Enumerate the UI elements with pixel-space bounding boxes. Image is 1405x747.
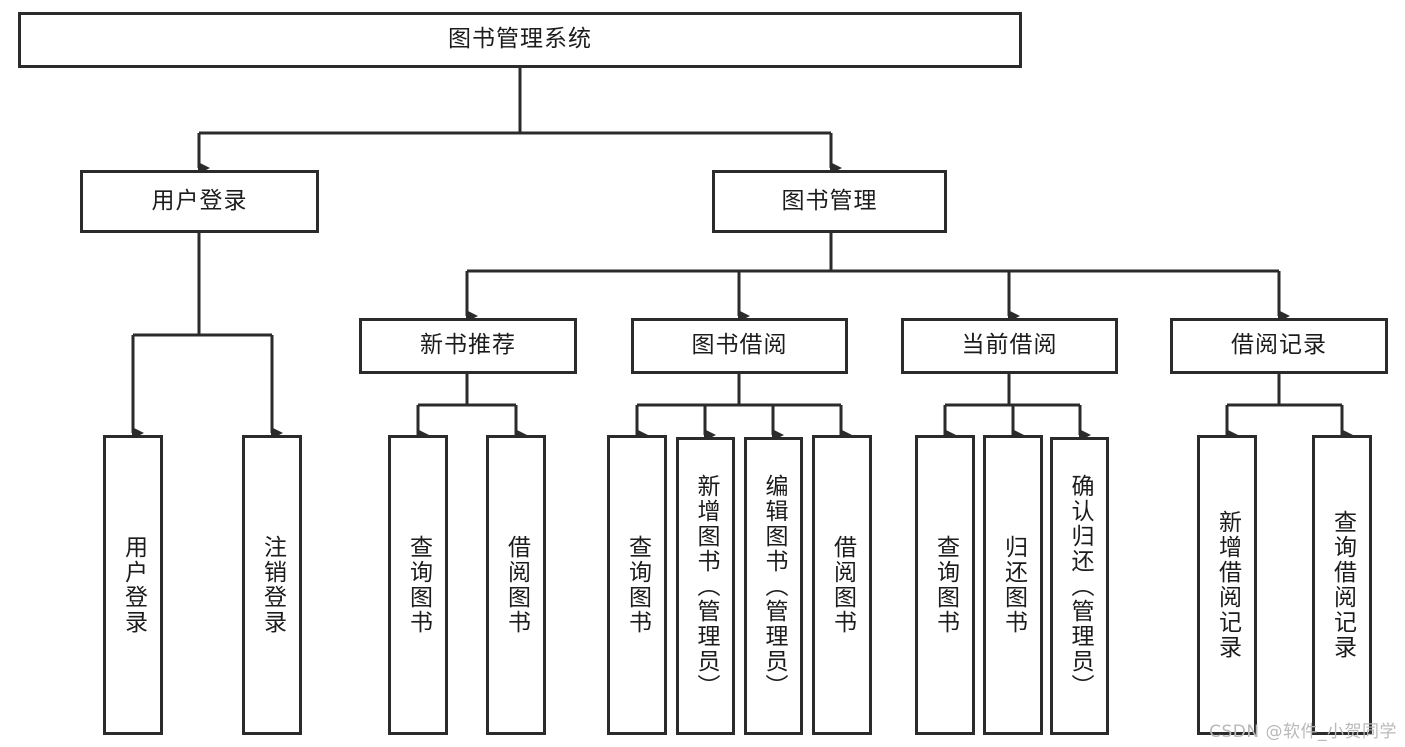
node-leaf-logout[interactable]: 注销登录 [242, 435, 302, 735]
node-book-borrow[interactable]: 图书借阅 [631, 318, 848, 374]
node-book-manage[interactable]: 图书管理 [712, 170, 947, 233]
node-book-borrow-label: 图书借阅 [691, 332, 788, 359]
node-borrow-record-label: 借阅记录 [1231, 332, 1327, 359]
node-leaf-query-book-current-label: 查询图书 [932, 535, 959, 635]
node-leaf-return-book-label: 归还图书 [1000, 535, 1027, 635]
node-leaf-add-borrow-record-label: 新增借阅记录 [1214, 510, 1241, 660]
node-root-label: 图书管理系统 [448, 26, 592, 53]
node-leaf-query-book-label: 查询图书 [624, 535, 651, 635]
node-leaf-borrow-book-label: 借阅图书 [829, 535, 856, 635]
node-leaf-confirm-return[interactable]: 确认归还（管理员） [1050, 437, 1109, 735]
node-leaf-return-book[interactable]: 归还图书 [983, 435, 1043, 735]
node-leaf-borrow-book[interactable]: 借阅图书 [812, 435, 872, 735]
node-leaf-query-borrow-record-label: 查询借阅记录 [1329, 510, 1356, 660]
node-leaf-borrow-book-rec-label: 借阅图书 [503, 535, 530, 635]
node-leaf-borrow-book-rec[interactable]: 借阅图书 [486, 435, 546, 735]
node-leaf-query-book-rec-label: 查询图书 [405, 535, 432, 635]
node-leaf-add-book-label: 新增图书（管理员） [693, 473, 720, 699]
node-leaf-add-book[interactable]: 新增图书（管理员） [676, 437, 735, 735]
node-current-borrow-label: 当前借阅 [961, 332, 1058, 359]
node-leaf-user-login-label: 用户登录 [120, 535, 147, 635]
node-root[interactable]: 图书管理系统 [18, 12, 1022, 68]
node-leaf-query-book[interactable]: 查询图书 [607, 435, 667, 735]
node-current-borrow[interactable]: 当前借阅 [901, 318, 1118, 374]
node-book-manage-label: 图书管理 [781, 187, 878, 214]
node-leaf-confirm-return-label: 确认归还（管理员） [1067, 473, 1094, 699]
node-leaf-edit-book-label: 编辑图书（管理员） [761, 473, 788, 699]
node-leaf-edit-book[interactable]: 编辑图书（管理员） [744, 437, 803, 735]
node-leaf-query-book-rec[interactable]: 查询图书 [388, 435, 448, 735]
node-new-book-rec-label: 新书推荐 [420, 332, 516, 359]
node-leaf-add-borrow-record[interactable]: 新增借阅记录 [1197, 435, 1257, 735]
node-new-book-rec[interactable]: 新书推荐 [359, 318, 577, 374]
node-user-login-label: 用户登录 [151, 187, 248, 214]
node-leaf-query-borrow-record[interactable]: 查询借阅记录 [1312, 435, 1372, 735]
node-user-login[interactable]: 用户登录 [80, 170, 319, 233]
node-borrow-record[interactable]: 借阅记录 [1170, 318, 1388, 374]
node-leaf-query-book-current[interactable]: 查询图书 [915, 435, 975, 735]
node-leaf-user-login[interactable]: 用户登录 [103, 435, 163, 735]
watermark-text: CSDN @软件_小贺同学 [1209, 722, 1397, 742]
node-leaf-logout-label: 注销登录 [259, 535, 286, 635]
